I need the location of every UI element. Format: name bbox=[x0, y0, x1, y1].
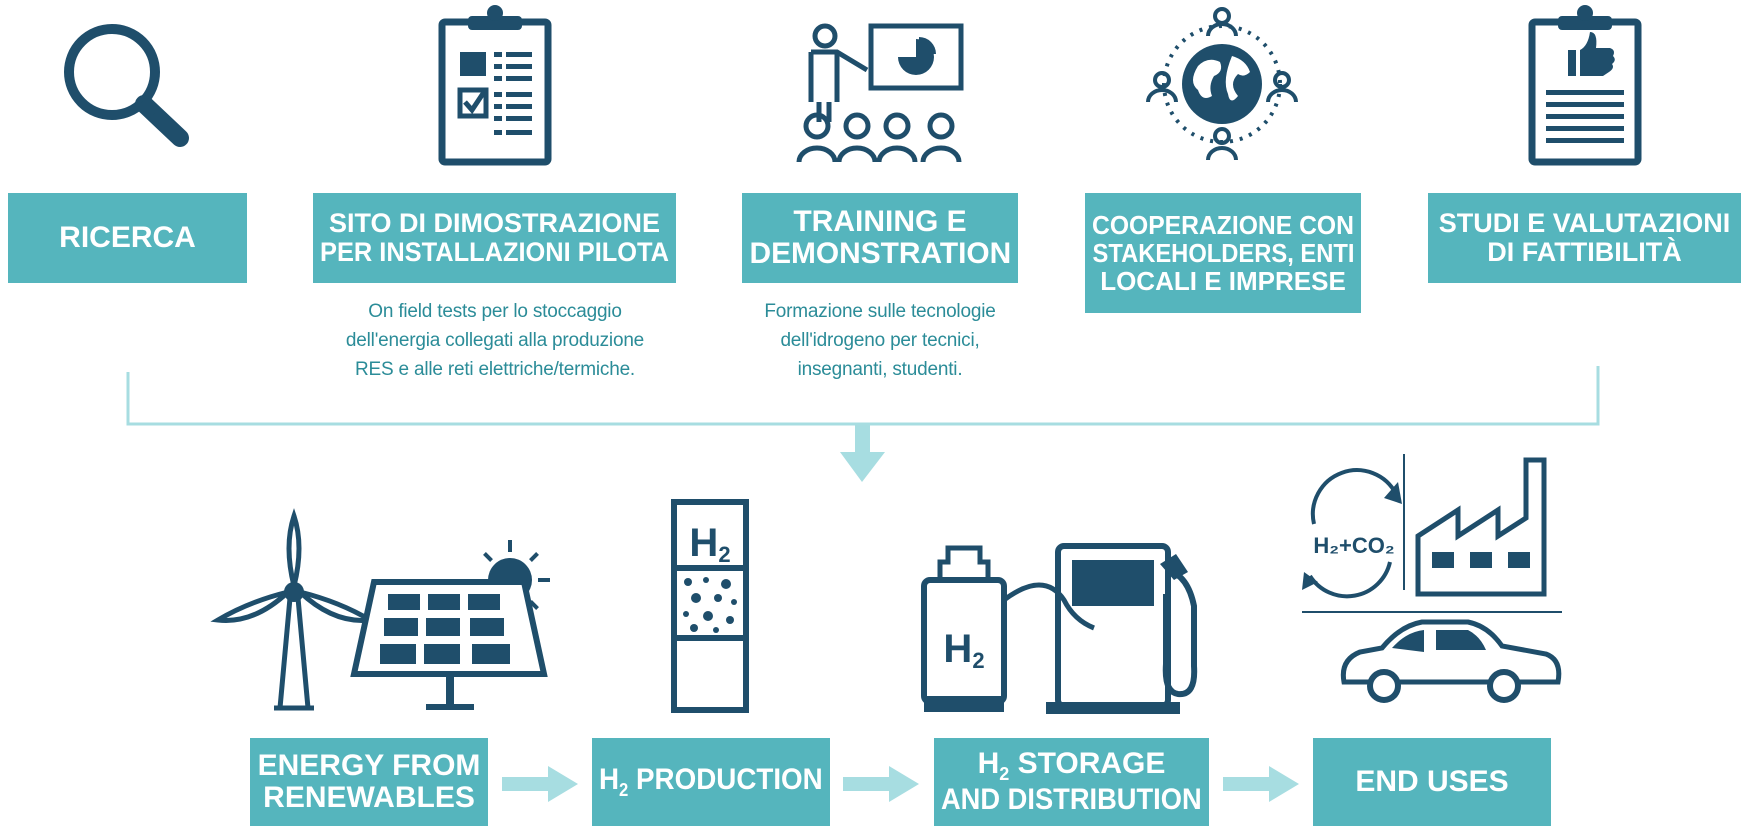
desc-training-line2: dell'idrogeno per tecnici, bbox=[780, 330, 980, 351]
box-h2-storage: H2 STORAGE AND DISTRIBUTION bbox=[934, 738, 1209, 826]
box-studi: STUDI E VALUTAZIONI DI FATTIBILITÀ bbox=[1428, 193, 1741, 283]
globe-network-icon bbox=[1146, 7, 1298, 161]
box-storage-line2: AND DISTRIBUTION bbox=[941, 783, 1202, 817]
box-studi-line2: DI FATTIBILITÀ bbox=[1487, 237, 1682, 267]
box-cooperazione-line1: COOPERAZIONE CON bbox=[1092, 209, 1354, 240]
h2-fuel-pump-icon: H2 bbox=[921, 543, 1198, 714]
clipboard-checklist-icon bbox=[438, 5, 552, 166]
box-cooperazione-line2: STAKEHOLDERS, ENTI bbox=[1092, 237, 1355, 268]
h2co2-label: H₂+CO₂ bbox=[1313, 533, 1394, 558]
h2-tank-label: H2 bbox=[943, 627, 984, 673]
box-energy-line2: RENEWABLES bbox=[263, 781, 475, 814]
desc-training: Formazione sulle tecnologie dell'idrogen… bbox=[725, 297, 1035, 384]
box-production-label: H2 PRODUCTION bbox=[599, 762, 823, 800]
box-sito-line1: SITO DI DIMOSTRAZIONE bbox=[328, 207, 660, 238]
magnifier-icon bbox=[64, 24, 189, 147]
box-training-line1: TRAINING E bbox=[793, 204, 967, 238]
desc-training-line3: insegnanti, studenti. bbox=[797, 359, 963, 380]
presentation-icon bbox=[796, 23, 964, 163]
flow-arrow-3 bbox=[1223, 766, 1299, 802]
flow-arrow-1 bbox=[502, 766, 578, 802]
h2-electrolyzer-icon: H2 bbox=[671, 499, 749, 713]
box-training-line2: DEMONSTRATION bbox=[749, 237, 1011, 270]
desc-training-line1: Formazione sulle tecnologie bbox=[764, 301, 996, 322]
down-arrow-head bbox=[840, 452, 885, 482]
box-storage-line1: H2 STORAGE bbox=[977, 746, 1166, 784]
box-ricerca: RICERCA bbox=[8, 193, 247, 283]
desc-sito-line2: dell'energia collegati alla produzione bbox=[345, 330, 645, 351]
clipboard-thumbs-up-icon bbox=[1528, 5, 1642, 166]
box-enduses-label: END USES bbox=[1355, 764, 1509, 798]
box-end-uses: END USES bbox=[1313, 738, 1551, 826]
connector-bracket bbox=[126, 366, 1600, 482]
flow-arrow-2 bbox=[843, 766, 919, 802]
box-studi-line1: STUDI E VALUTAZIONI bbox=[1438, 207, 1731, 238]
down-arrow-shaft bbox=[855, 424, 870, 452]
desc-sito: On field tests per lo stoccaggio dell'en… bbox=[300, 297, 690, 384]
box-cooperazione: COOPERAZIONE CON STAKEHOLDERS, ENTI LOCA… bbox=[1085, 193, 1361, 313]
box-sito-dimostrazione: SITO DI DIMOSTRAZIONE PER INSTALLAZIONI … bbox=[313, 193, 676, 283]
box-cooperazione-line3: LOCALI E IMPRESE bbox=[1100, 266, 1346, 297]
desc-sito-line1: On field tests per lo stoccaggio bbox=[368, 301, 622, 322]
box-sito-line2: PER INSTALLAZIONI PILOTA bbox=[320, 237, 669, 267]
box-training: TRAINING E DEMONSTRATION bbox=[742, 193, 1018, 283]
box-h2-production: H2 PRODUCTION bbox=[592, 738, 830, 826]
box-energy-renewables: ENERGY FROM RENEWABLES bbox=[250, 738, 488, 826]
box-energy-line1: ENERGY FROM bbox=[257, 748, 481, 782]
factory-car-icon: H₂+CO₂ bbox=[1302, 454, 1562, 703]
h2-label: H2 bbox=[689, 521, 730, 567]
box-ricerca-label: RICERCA bbox=[59, 220, 196, 254]
wind-solar-icon bbox=[210, 508, 550, 711]
desc-sito-line3: RES e alle reti elettriche/termiche. bbox=[354, 359, 636, 380]
